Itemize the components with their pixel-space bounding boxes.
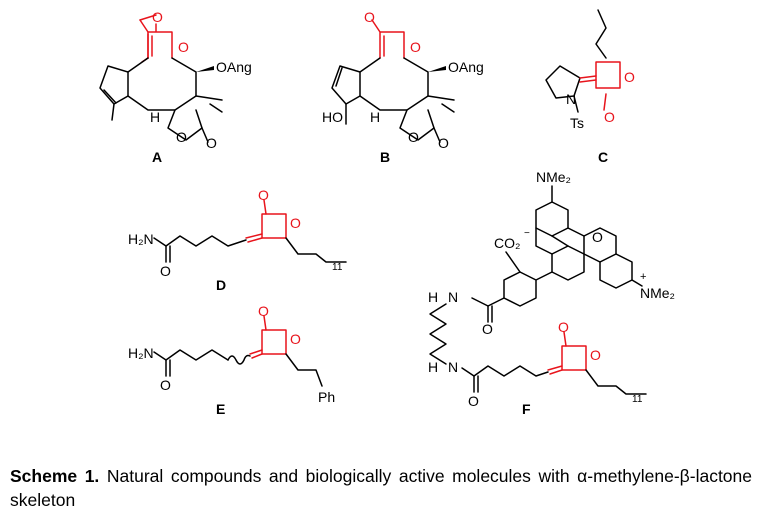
lactone-co-b: O — [438, 135, 449, 151]
h-b: H — [370, 109, 380, 125]
label-a: A — [152, 149, 162, 165]
n-f1: N — [448, 289, 458, 305]
co2-f: CO₂ — [494, 235, 520, 251]
amide-d: H₂N — [128, 231, 154, 247]
ring-o-a: O — [178, 39, 189, 55]
label-e: E — [216, 401, 225, 417]
carbonyl-o-b: O — [364, 9, 375, 25]
compound-f: NMe₂ O + NMe₂ CO₂ − O N H N H O — [428, 169, 675, 417]
caption-text: Natural compounds and biologically activ… — [10, 465, 753, 510]
ring-o-d: O — [290, 215, 301, 231]
lactone-o-b: O — [408, 129, 419, 145]
ring-o-b: O — [410, 39, 421, 55]
lactone-co-a: O — [206, 135, 217, 151]
compound-e: H₂N O O O Ph E — [128, 303, 335, 417]
compound-d: H₂N O O O 11 D — [128, 187, 347, 293]
h-a: H — [150, 109, 160, 125]
nme2-top-f: NMe₂ — [536, 169, 571, 185]
oang-a: OAng — [216, 59, 252, 75]
compound-c: N Ts O O C — [545, 9, 635, 165]
xanthene-o-f: O — [592, 229, 603, 245]
label-f: F — [522, 401, 531, 417]
carbonyl-o-f: O — [558, 319, 569, 335]
amide-o-d: O — [160, 263, 171, 279]
ring-o-c: O — [624, 69, 635, 85]
h-f1: H — [428, 289, 438, 305]
carbonyl-o-e: O — [258, 303, 269, 319]
scheme-figure: O O OAng H O O A O O OAng HO — [99, 9, 675, 417]
amide-o-f2: O — [468, 393, 479, 409]
amide-o-f1: O — [482, 321, 493, 337]
carbonyl-o-a: O — [152, 9, 163, 25]
h-f2: H — [428, 359, 438, 375]
scheme-caption: Scheme 1. Natural compounds and biologic… — [10, 464, 752, 512]
label-b: B — [380, 149, 390, 165]
lactone-o-a: O — [176, 129, 187, 145]
n-c: N — [566, 91, 576, 107]
carbonyl-o-c: O — [604, 109, 615, 125]
label-d: D — [216, 277, 226, 293]
amide-o-e: O — [160, 377, 171, 393]
oang-b: OAng — [448, 59, 484, 75]
sub-11-f: 11 — [632, 394, 643, 405]
compound-b: O O OAng HO H O O B — [322, 9, 484, 165]
plus-f: + — [640, 271, 646, 283]
ring-o-f: O — [590, 347, 601, 363]
minus-f: − — [524, 228, 530, 239]
carbonyl-o-d: O — [258, 187, 269, 203]
sub-11-d: 11 — [332, 262, 343, 273]
label-c: C — [598, 149, 608, 165]
ho-b: HO — [322, 109, 343, 125]
ts-c: Ts — [570, 115, 584, 131]
nme2-plus-f: NMe₂ — [640, 285, 675, 301]
caption-label: Scheme 1. — [10, 465, 100, 486]
ph-e: Ph — [318, 389, 335, 405]
ring-o-e: O — [290, 331, 301, 347]
compound-a: O O OAng H O O A — [99, 9, 252, 165]
amide-e: H₂N — [128, 345, 154, 361]
n-f2: N — [448, 359, 458, 375]
